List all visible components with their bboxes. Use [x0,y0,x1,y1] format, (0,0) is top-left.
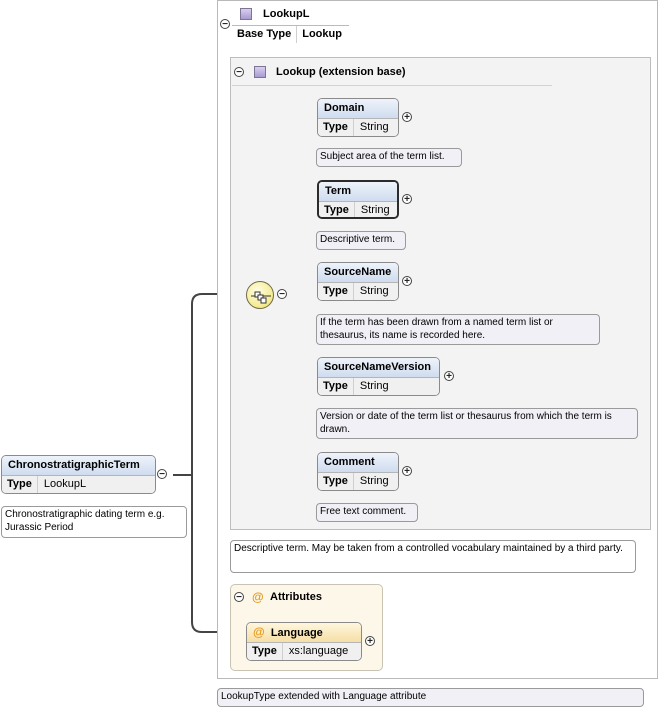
attribute-language-name: Language [270,627,323,639]
element-sourcename-note: If the term has been drawn from a named … [316,314,600,345]
element-comment-name: Comment [318,453,398,473]
element-comment[interactable]: Comment Type String [317,452,399,491]
attributes-title: Attributes [270,591,322,603]
sequence-collapse-button[interactable]: − [277,289,287,300]
element-comment-type-key: Type [318,473,354,490]
element-domain-note: Subject area of the term list. [316,148,462,167]
element-term-note: Descriptive term. [316,231,406,250]
element-sourcenameversion-type-key: Type [318,378,354,395]
element-term-name: Term [319,182,397,202]
extension-square-icon [254,66,266,78]
attribute-language-header: @ Language [247,623,361,643]
complex-type-square-icon [240,8,252,20]
base-type-value: Lookup [302,28,342,40]
root-element-collapse-button[interactable]: − [157,469,167,480]
root-element-name: ChronostratigraphicTerm [2,456,155,476]
attribute-language-type-key: Type [247,643,283,660]
root-to-attributes-wire [191,475,246,633]
element-sourcename-expand-button[interactable]: + [402,276,412,287]
extension-note: Descriptive term. May be taken from a co… [230,540,636,573]
element-domain-expand-button[interactable]: + [402,112,412,123]
element-term[interactable]: Term Type String [317,180,399,219]
attribute-language-expand-button[interactable]: + [365,636,375,647]
element-sourcenameversion-expand-button[interactable]: + [444,371,454,382]
at-sign-icon: @ [252,590,264,604]
element-domain-name: Domain [318,99,398,119]
element-domain[interactable]: Domain Type String [317,98,399,137]
element-sourcename-name: SourceName [318,263,398,283]
header-divider [232,25,349,26]
root-element-type-key: Type [2,476,38,493]
sequence-glyph [251,291,271,304]
extension-divider [232,85,552,86]
base-type-key: Base Type [232,26,298,43]
element-sourcenameversion-type-value: String [359,380,389,392]
sequence-compositor-icon[interactable] [246,281,274,309]
attribute-language-at-icon: @ [253,625,265,639]
element-comment-type-value: String [359,475,389,487]
element-domain-type-value: String [359,121,389,133]
element-term-expand-button[interactable]: + [402,194,412,205]
complex-type-name: LookupL [263,8,310,20]
attribute-language[interactable]: @ Language Type xs:language [246,622,362,661]
root-element-type-value: LookupL [43,478,87,490]
element-term-type-key: Type [319,202,355,217]
root-element-note: Chronostratigraphic dating term e.g. Jur… [1,506,187,538]
root-element[interactable]: ChronostratigraphicTerm Type LookupL [1,455,156,494]
element-comment-note: Free text comment. [316,503,418,522]
element-sourcename-type-value: String [359,285,389,297]
extension-panel [230,57,651,530]
element-sourcename[interactable]: SourceName Type String [317,262,399,301]
element-sourcenameversion-name: SourceNameVersion [318,358,439,378]
element-sourcename-type-key: Type [318,283,354,300]
element-domain-type-key: Type [318,119,354,136]
root-to-sequence-wire [173,293,246,476]
extension-title: Lookup (extension base) [276,66,406,78]
attributes-collapse-button[interactable]: − [234,592,244,603]
complex-type-collapse-button[interactable]: − [220,19,230,30]
element-term-type-value: String [360,204,390,216]
complex-type-note: LookupType extended with Language attrib… [217,688,644,707]
element-sourcenameversion[interactable]: SourceNameVersion Type String [317,357,440,396]
element-comment-expand-button[interactable]: + [402,466,412,477]
extension-collapse-button[interactable]: − [234,67,244,78]
base-type-row: Base Type Lookup [232,26,347,43]
attribute-language-type-value: xs:language [288,645,349,657]
element-sourcenameversion-note: Version or date of the term list or thes… [316,408,638,439]
